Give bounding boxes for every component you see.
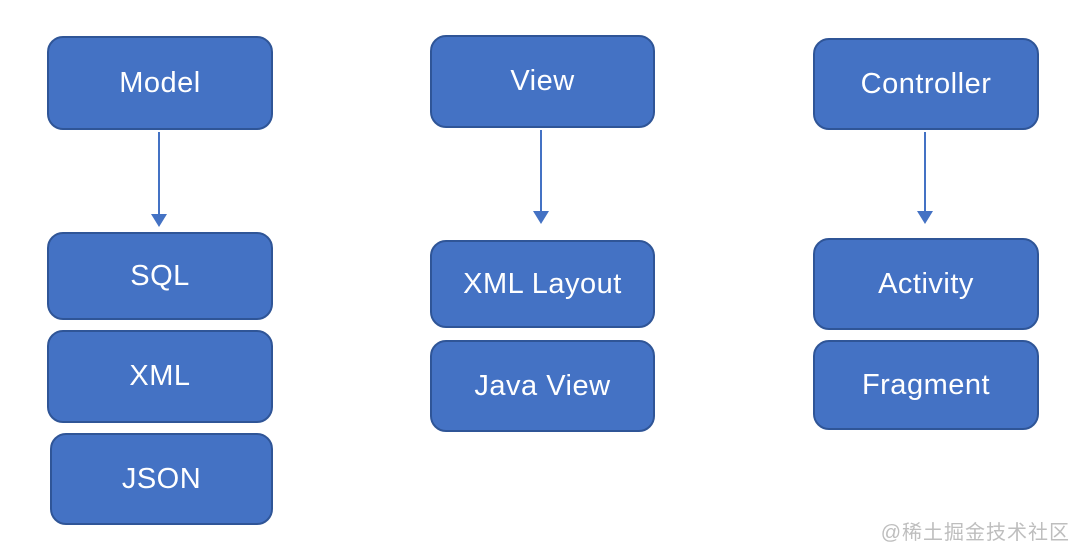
- arrow-stem: [924, 132, 926, 211]
- arrow-down-model-icon: [151, 132, 167, 227]
- node-sql: SQL: [47, 232, 273, 320]
- arrow-stem: [158, 132, 160, 214]
- node-model: Model: [47, 36, 273, 130]
- node-activity: Activity: [813, 238, 1039, 330]
- node-fragment: Fragment: [813, 340, 1039, 430]
- node-view: View: [430, 35, 655, 128]
- node-json: JSON: [50, 433, 273, 525]
- arrow-down-view-icon: [533, 130, 549, 224]
- arrow-head: [533, 211, 549, 224]
- arrow-down-controller-icon: [917, 132, 933, 224]
- arrow-head: [917, 211, 933, 224]
- node-java-view: Java View: [430, 340, 655, 432]
- arrow-stem: [540, 130, 542, 211]
- node-controller: Controller: [813, 38, 1039, 130]
- node-xml: XML: [47, 330, 273, 423]
- arrow-head: [151, 214, 167, 227]
- node-xml-layout: XML Layout: [430, 240, 655, 328]
- watermark: @稀土掘金技术社区: [880, 522, 1070, 544]
